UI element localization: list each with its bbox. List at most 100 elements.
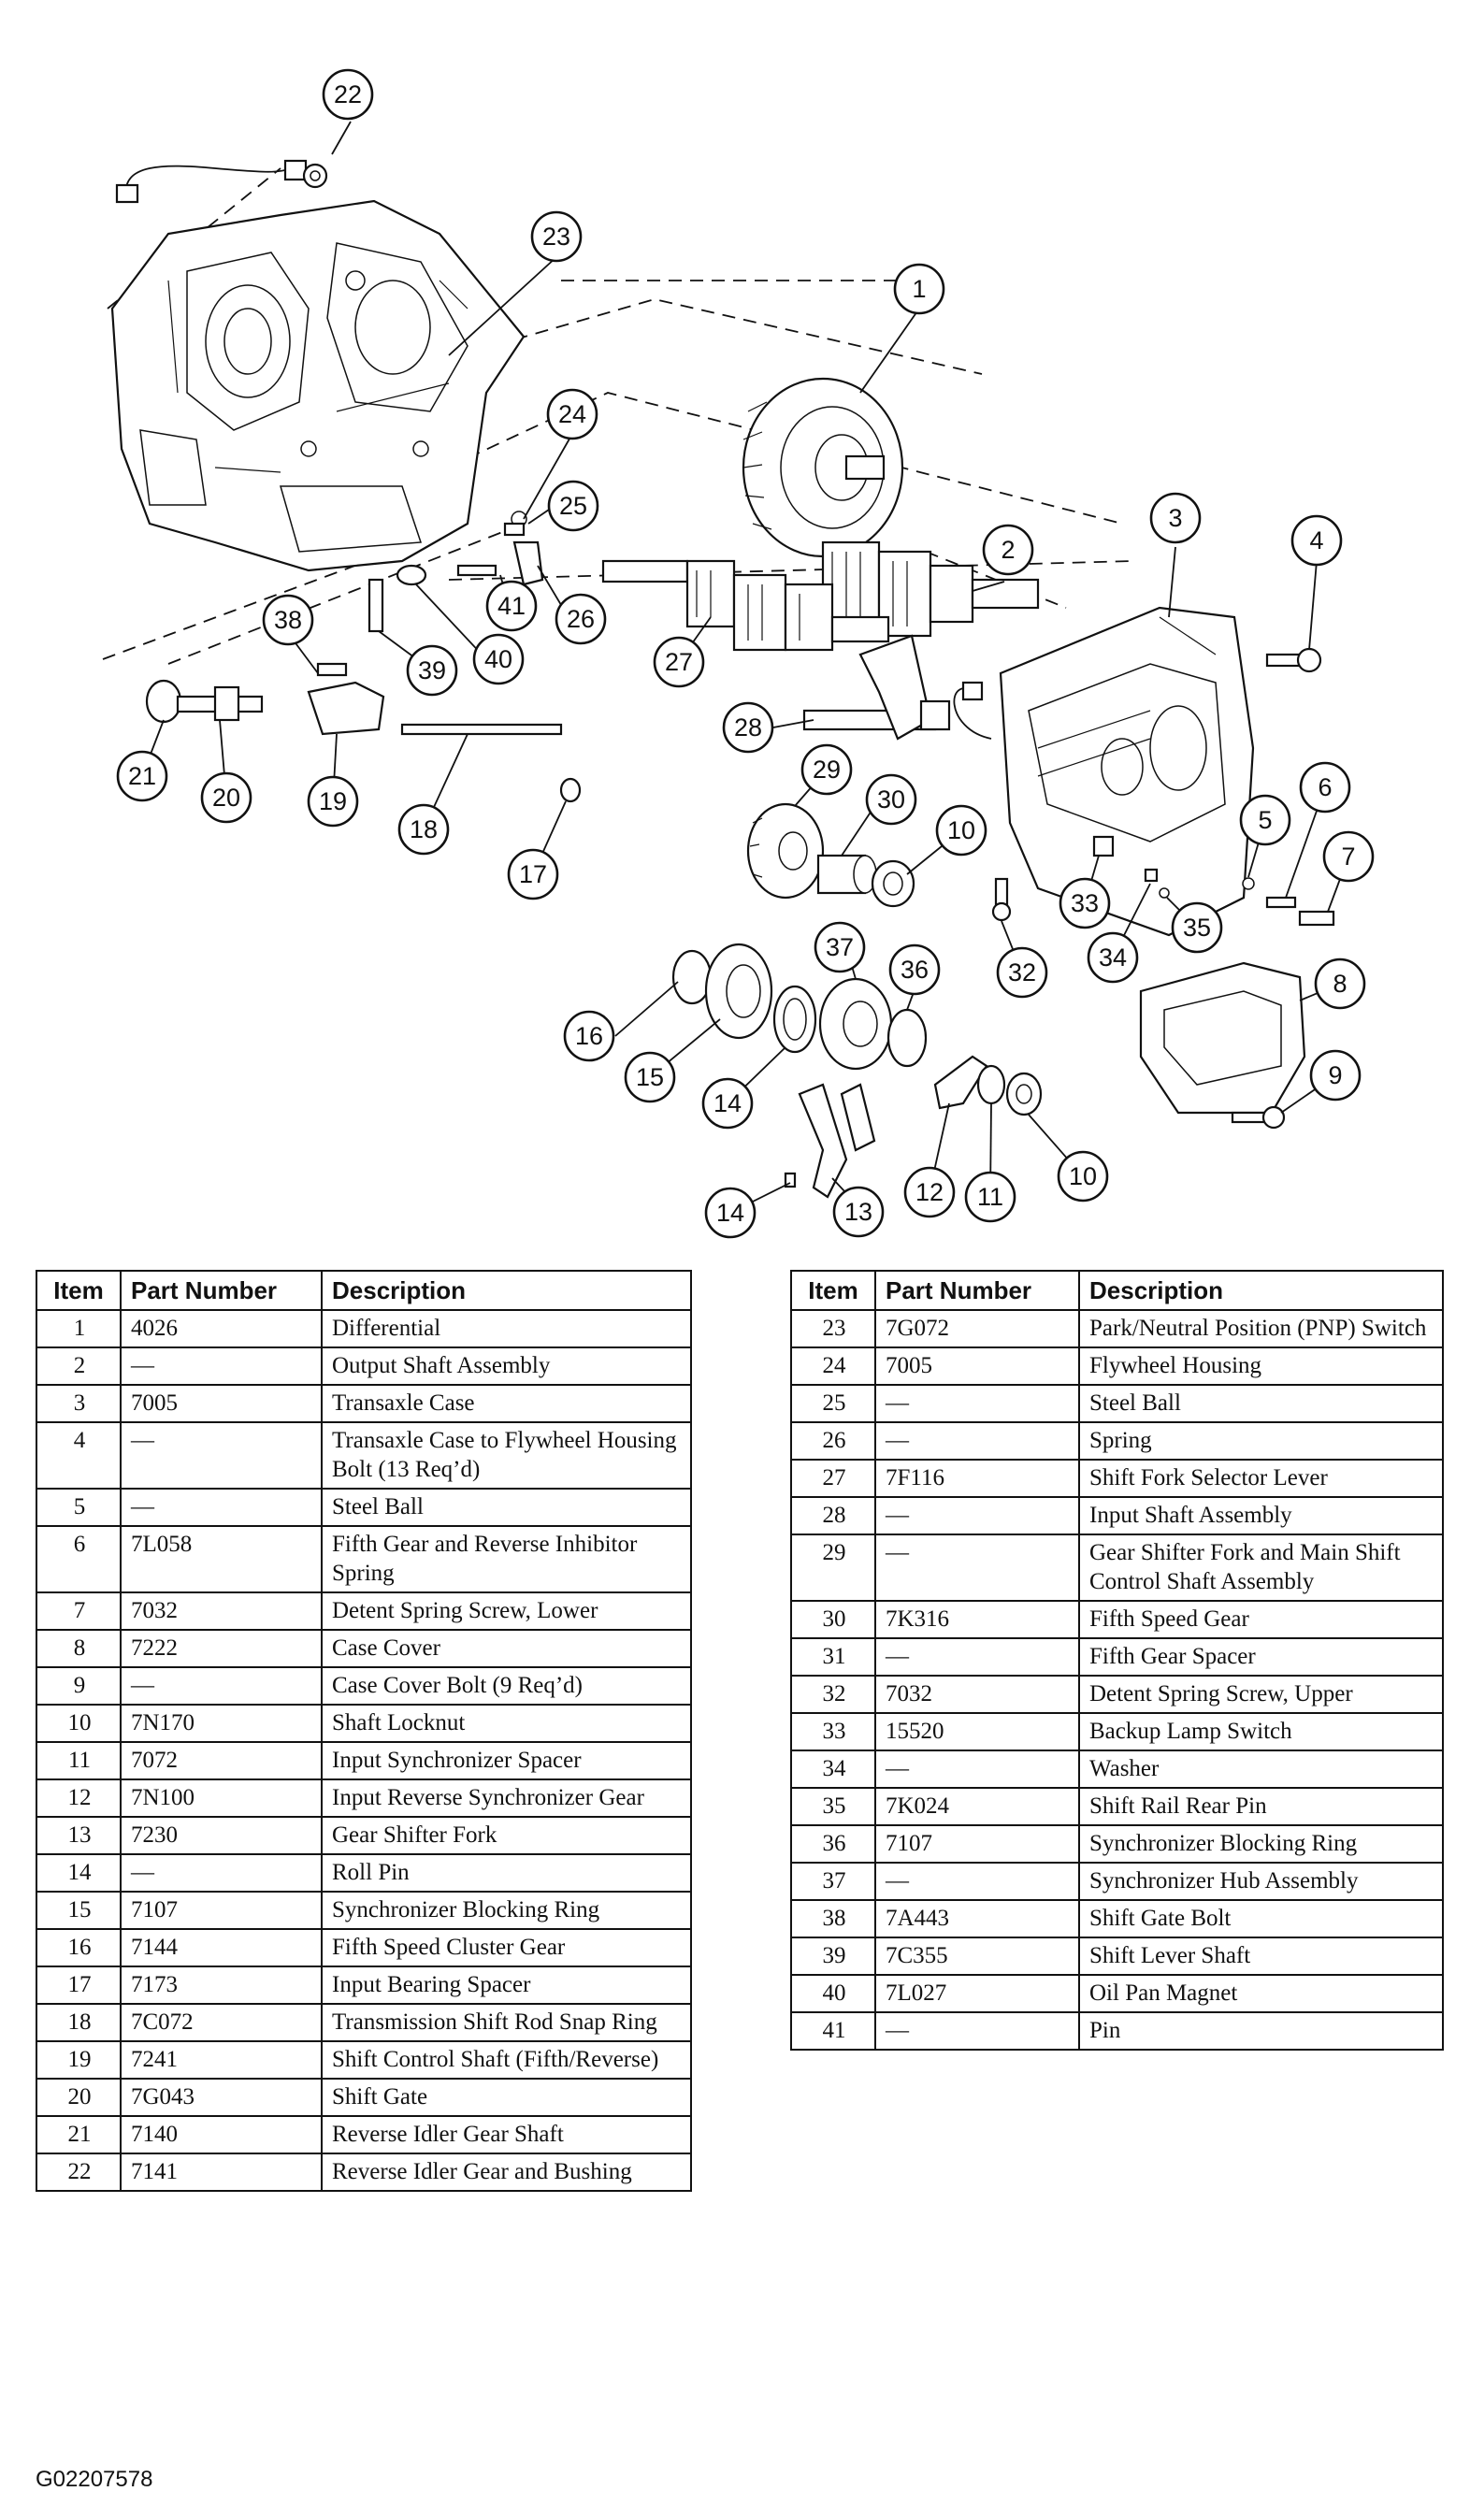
svg-text:35: 35 bbox=[1183, 914, 1211, 942]
part-number-cell: 7173 bbox=[120, 1966, 323, 2005]
description-cell: Shift Gate Bolt bbox=[1078, 1899, 1444, 1938]
cover-bolt-drawing bbox=[1231, 1105, 1286, 1130]
svg-text:1: 1 bbox=[912, 275, 926, 303]
callout-24: 23 bbox=[530, 210, 583, 263]
part-number-cell: 7144 bbox=[120, 1928, 323, 1967]
svg-text:23: 23 bbox=[542, 223, 570, 251]
item-cell: 40 bbox=[790, 1974, 876, 2013]
table-header-row: Item Part Number Description bbox=[790, 1270, 1444, 1311]
description-cell: Shift Rail Rear Pin bbox=[1078, 1787, 1444, 1826]
table-row: 25—Steel Ball bbox=[790, 1384, 1444, 1423]
callout-41: 41 bbox=[485, 580, 538, 632]
description-cell: Transmission Shift Rod Snap Ring bbox=[321, 2003, 692, 2042]
part-number-cell: 7222 bbox=[120, 1629, 323, 1668]
description-cell: Input Reverse Synchronizer Gear bbox=[321, 1778, 692, 1818]
description-cell: Shaft Locknut bbox=[321, 1704, 692, 1743]
item-cell: 23 bbox=[790, 1309, 876, 1348]
svg-text:14: 14 bbox=[716, 1199, 744, 1227]
callout-10-lower: 10 bbox=[1057, 1150, 1109, 1202]
item-cell: 9 bbox=[36, 1666, 122, 1706]
callout-14: 14 bbox=[704, 1187, 757, 1239]
svg-text:37: 37 bbox=[826, 933, 854, 961]
header-description: Description bbox=[1078, 1270, 1444, 1311]
part-number-cell: — bbox=[874, 1534, 1080, 1602]
description-cell: Shift Lever Shaft bbox=[1078, 1937, 1444, 1976]
svg-text:33: 33 bbox=[1071, 889, 1099, 917]
transaxle-case-drawing bbox=[953, 606, 1255, 937]
part-number-cell: 7F116 bbox=[874, 1459, 1080, 1498]
part-number-cell: 7C072 bbox=[120, 2003, 323, 2042]
description-cell: Backup Lamp Switch bbox=[1078, 1712, 1444, 1751]
svg-text:21: 21 bbox=[128, 762, 156, 790]
item-cell: 34 bbox=[790, 1750, 876, 1789]
description-cell: Fifth Speed Gear bbox=[1078, 1600, 1444, 1639]
svg-text:27: 27 bbox=[665, 648, 693, 676]
svg-text:17: 17 bbox=[519, 860, 547, 888]
part-number-cell: 7107 bbox=[874, 1824, 1080, 1864]
callout-28: 27 bbox=[653, 636, 705, 688]
svg-text:20: 20 bbox=[212, 784, 240, 812]
description-cell: Synchronizer Blocking Ring bbox=[1078, 1824, 1444, 1864]
svg-text:29: 29 bbox=[813, 756, 841, 784]
svg-text:32: 32 bbox=[1008, 958, 1036, 986]
description-cell: Detent Spring Screw, Lower bbox=[321, 1591, 692, 1631]
description-cell: Input Bearing Spacer bbox=[321, 1966, 692, 2005]
callout-11: 11 bbox=[964, 1171, 1016, 1223]
part-number-cell: 7K024 bbox=[874, 1787, 1080, 1826]
item-cell: 13 bbox=[36, 1816, 122, 1855]
callout-1: 1 bbox=[893, 263, 945, 315]
pnp-switch-drawing bbox=[115, 159, 328, 204]
item-cell: 35 bbox=[790, 1787, 876, 1826]
table-header-row: Item Part Number Description bbox=[36, 1270, 692, 1311]
header-item: Item bbox=[790, 1270, 876, 1311]
svg-text:18: 18 bbox=[410, 815, 438, 843]
part-number-cell: 7G072 bbox=[874, 1309, 1080, 1348]
part-number-cell: 7107 bbox=[120, 1891, 323, 1930]
part-number-cell: 15520 bbox=[874, 1712, 1080, 1751]
table-row: 26—Spring bbox=[790, 1421, 1444, 1461]
part-number-cell: 7L027 bbox=[874, 1974, 1080, 2013]
part-number-cell: 7032 bbox=[874, 1675, 1080, 1714]
input-shaft-drawing bbox=[601, 559, 890, 652]
description-cell: Roll Pin bbox=[321, 1853, 692, 1893]
callout-30: 29 bbox=[800, 743, 853, 796]
table-row: 2—Output Shaft Assembly bbox=[36, 1346, 692, 1386]
description-cell: Synchronizer Hub Assembly bbox=[1078, 1862, 1444, 1901]
item-cell: 17 bbox=[36, 1966, 122, 2005]
callout-10-upper: 10 bbox=[935, 804, 987, 857]
callout-22: 21 bbox=[116, 750, 168, 802]
description-cell: Washer bbox=[1078, 1750, 1444, 1789]
item-cell: 30 bbox=[790, 1600, 876, 1639]
part-number-cell: — bbox=[874, 1384, 1080, 1423]
item-cell: 2 bbox=[36, 1346, 122, 1386]
figure-code: G02207578 bbox=[36, 2467, 153, 2492]
item-cell: 20 bbox=[36, 2078, 122, 2117]
item-cell: 7 bbox=[36, 1591, 122, 1631]
description-cell: Fifth Gear Spacer bbox=[1078, 1637, 1444, 1677]
description-cell: Oil Pan Magnet bbox=[1078, 1974, 1444, 2013]
description-cell: Reverse Idler Gear Shaft bbox=[321, 2115, 692, 2154]
description-cell: Steel Ball bbox=[1078, 1384, 1444, 1423]
callout-2: 2 bbox=[982, 524, 1034, 576]
callout-36: 36 bbox=[888, 943, 941, 996]
svg-text:8: 8 bbox=[1333, 970, 1347, 998]
svg-text:12: 12 bbox=[915, 1178, 944, 1206]
callout-39: 39 bbox=[406, 644, 458, 697]
callout-29: 28 bbox=[722, 701, 774, 754]
idler-and-shift-parts-drawing bbox=[145, 662, 582, 803]
part-number-cell: 7141 bbox=[120, 2153, 323, 2192]
callout-7: 7 bbox=[1322, 830, 1375, 883]
selector-parts-drawing bbox=[368, 511, 544, 633]
